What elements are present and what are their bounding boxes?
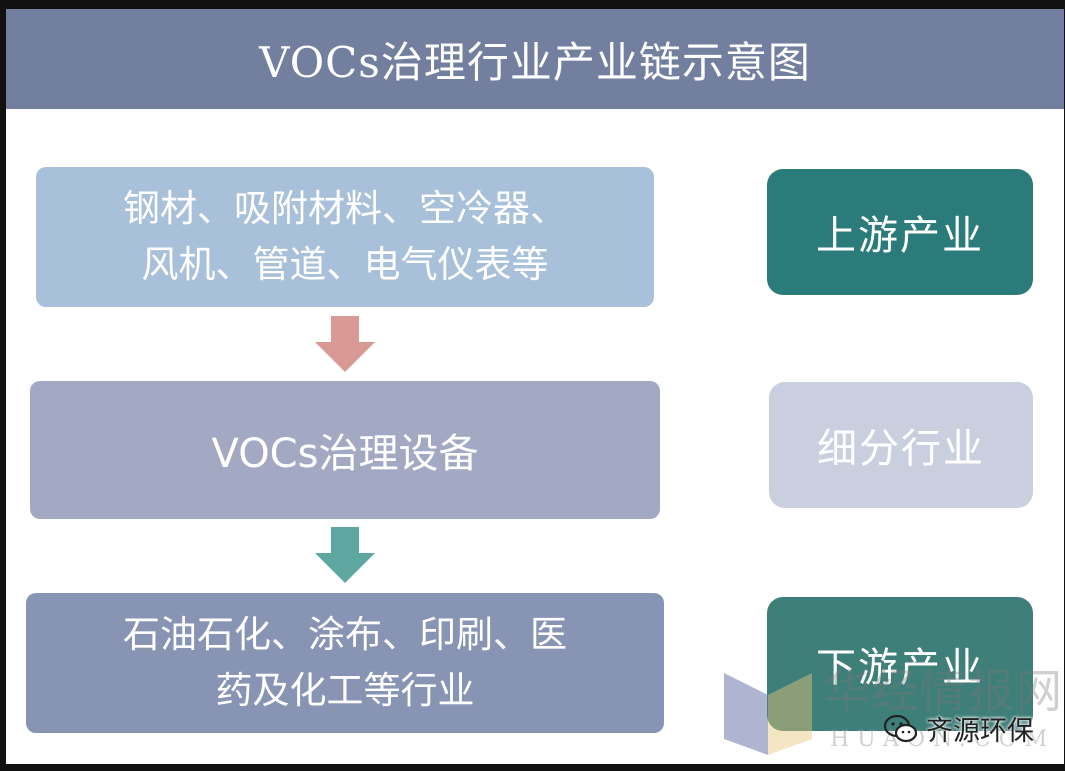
diagram-title: VOCs治理行业产业链示意图 <box>6 9 1064 109</box>
upstream-text-line-1: 钢材、吸附材料、空冷器、 <box>123 187 567 230</box>
down-arrow-icon <box>315 316 375 372</box>
upstream-tag: 上游产业 <box>767 169 1033 295</box>
down-arrow-icon <box>315 527 375 583</box>
downstream-industries-box: 石油石化、涂布、印刷、医 药及化工等行业 <box>26 593 664 733</box>
downstream-tag: 下游产业 <box>767 597 1033 731</box>
downstream-text-line-1: 石油石化、涂布、印刷、医 <box>123 613 567 656</box>
upstream-tag-label: 上游产业 <box>816 213 984 259</box>
segment-tag: 细分行业 <box>769 382 1033 508</box>
equipment-text: VOCs治理设备 <box>211 431 479 477</box>
title-text: VOCs治理行业产业链示意图 <box>259 37 811 87</box>
downstream-text-line-2: 药及化工等行业 <box>215 669 475 712</box>
segment-tag-label: 细分行业 <box>817 426 985 472</box>
upstream-text-line-2: 风机、管道、电气仪表等 <box>141 243 549 286</box>
vocs-equipment-box: VOCs治理设备 <box>30 381 660 519</box>
downstream-tag-label: 下游产业 <box>816 645 984 691</box>
diagram-canvas: VOCs治理行业产业链示意图 钢材、吸附材料、空冷器、 风机、管道、电气仪表等 … <box>6 9 1064 764</box>
upstream-materials-box: 钢材、吸附材料、空冷器、 风机、管道、电气仪表等 <box>36 167 654 307</box>
